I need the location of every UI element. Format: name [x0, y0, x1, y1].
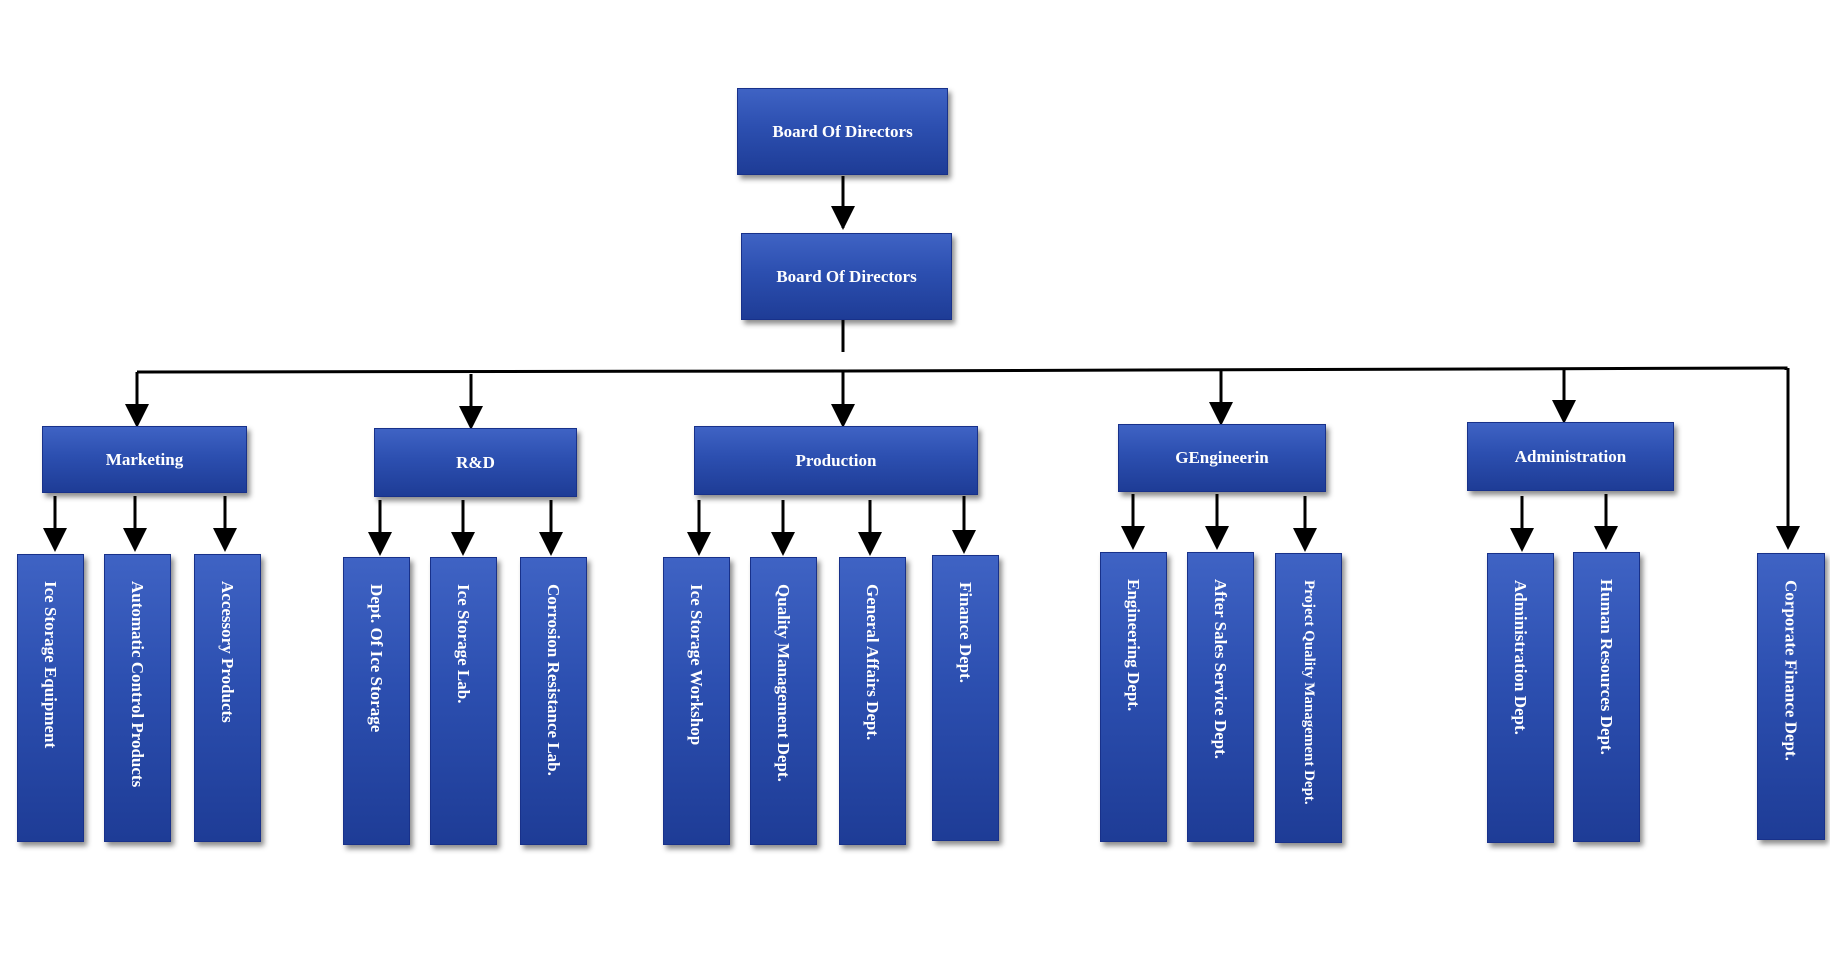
arrowhead	[539, 532, 563, 556]
arrowhead	[368, 532, 392, 556]
arrowhead	[451, 532, 475, 556]
unit-label: Corporate Finance Dept.	[1781, 580, 1801, 761]
box-label: Marketing	[105, 449, 184, 469]
box-label: Board Of Directors	[776, 266, 917, 286]
unit-label: Engineering Dept.	[1124, 579, 1143, 712]
unit-label: General Affairs Dept.	[863, 584, 882, 741]
department-production-box: Production	[694, 426, 978, 495]
arrowhead	[952, 530, 976, 554]
arrowhead	[1510, 528, 1534, 552]
arrowhead	[1776, 526, 1800, 550]
unit-box: Ice Storage Equipment	[17, 554, 84, 842]
arrowhead	[43, 528, 67, 552]
unit-label: Finance Dept.	[956, 582, 975, 684]
unit-label: Human Resources Dept.	[1597, 579, 1616, 755]
unit-label: Ice Storage Equipment	[41, 581, 60, 749]
unit-box: Quality Management Dept.	[750, 557, 817, 845]
arrowhead	[125, 404, 149, 428]
arrowhead	[831, 404, 855, 428]
arrowhead	[1209, 402, 1233, 426]
unit-box: Corrosion Resistance Lab.	[520, 557, 587, 845]
department-administration-box: Administration	[1467, 422, 1674, 491]
arrowhead	[1205, 526, 1229, 550]
department-marketing-box: Marketing	[42, 426, 247, 493]
unit-label: Automatic Control Products	[128, 581, 147, 788]
box-label: Administration	[1514, 446, 1627, 466]
unit-box: Human Resources Dept.	[1573, 552, 1640, 842]
arrowhead	[123, 528, 147, 552]
arrowhead	[687, 532, 711, 556]
arrowhead	[1293, 528, 1317, 552]
box-label: GEngineerin	[1175, 448, 1269, 467]
box-label: Production	[795, 450, 877, 470]
unit-label: Accessory Products	[218, 581, 237, 723]
arrowhead	[831, 206, 855, 230]
unit-box: Dept. Of Ice Storage	[343, 557, 410, 845]
arrowhead	[213, 528, 237, 552]
unit-label: Ice Storage Lab.	[454, 584, 473, 704]
unit-box: Corporate Finance Dept.	[1757, 553, 1825, 840]
box-label: Board Of Directors	[772, 121, 913, 141]
board-of-directors-box: Board Of Directors	[737, 88, 948, 175]
box-label: R&D	[456, 452, 495, 472]
unit-box: Project Quality Management Dept.	[1275, 553, 1342, 843]
board-of-directors-box: Board Of Directors	[741, 233, 952, 320]
arrowhead	[1594, 526, 1618, 550]
unit-label: Dept. Of Ice Storage	[367, 584, 386, 733]
arrowhead	[771, 532, 795, 556]
unit-box: Ice Storage Workshop	[663, 557, 730, 845]
unit-label: Project Quality Management Dept.	[1301, 580, 1317, 805]
connector-bus	[136, 366, 1788, 374]
unit-label: After Sales Service Dept.	[1211, 579, 1230, 760]
unit-box: Engineering Dept.	[1100, 552, 1167, 842]
arrowhead	[459, 406, 483, 430]
arrowhead	[858, 532, 882, 556]
arrowhead	[1121, 526, 1145, 550]
unit-box: Administration Dept.	[1487, 553, 1554, 843]
unit-box: General Affairs Dept.	[839, 557, 906, 845]
department-gengineerin-box: GEngineerin	[1118, 424, 1326, 492]
unit-label: Quality Management Dept.	[774, 584, 793, 782]
unit-box: Finance Dept.	[932, 555, 999, 841]
unit-label: Ice Storage Workshop	[687, 584, 706, 746]
unit-box: Ice Storage Lab.	[430, 557, 497, 845]
arrowheads	[43, 206, 1800, 556]
unit-box: Automatic Control Products	[104, 554, 171, 842]
department-rnd-box: R&D	[374, 428, 577, 497]
arrowhead	[1552, 400, 1576, 424]
unit-label: Corrosion Resistance Lab.	[544, 584, 563, 776]
unit-label: Administration Dept.	[1511, 580, 1530, 735]
unit-box: After Sales Service Dept.	[1187, 552, 1254, 842]
unit-box: Accessory Products	[194, 554, 261, 842]
